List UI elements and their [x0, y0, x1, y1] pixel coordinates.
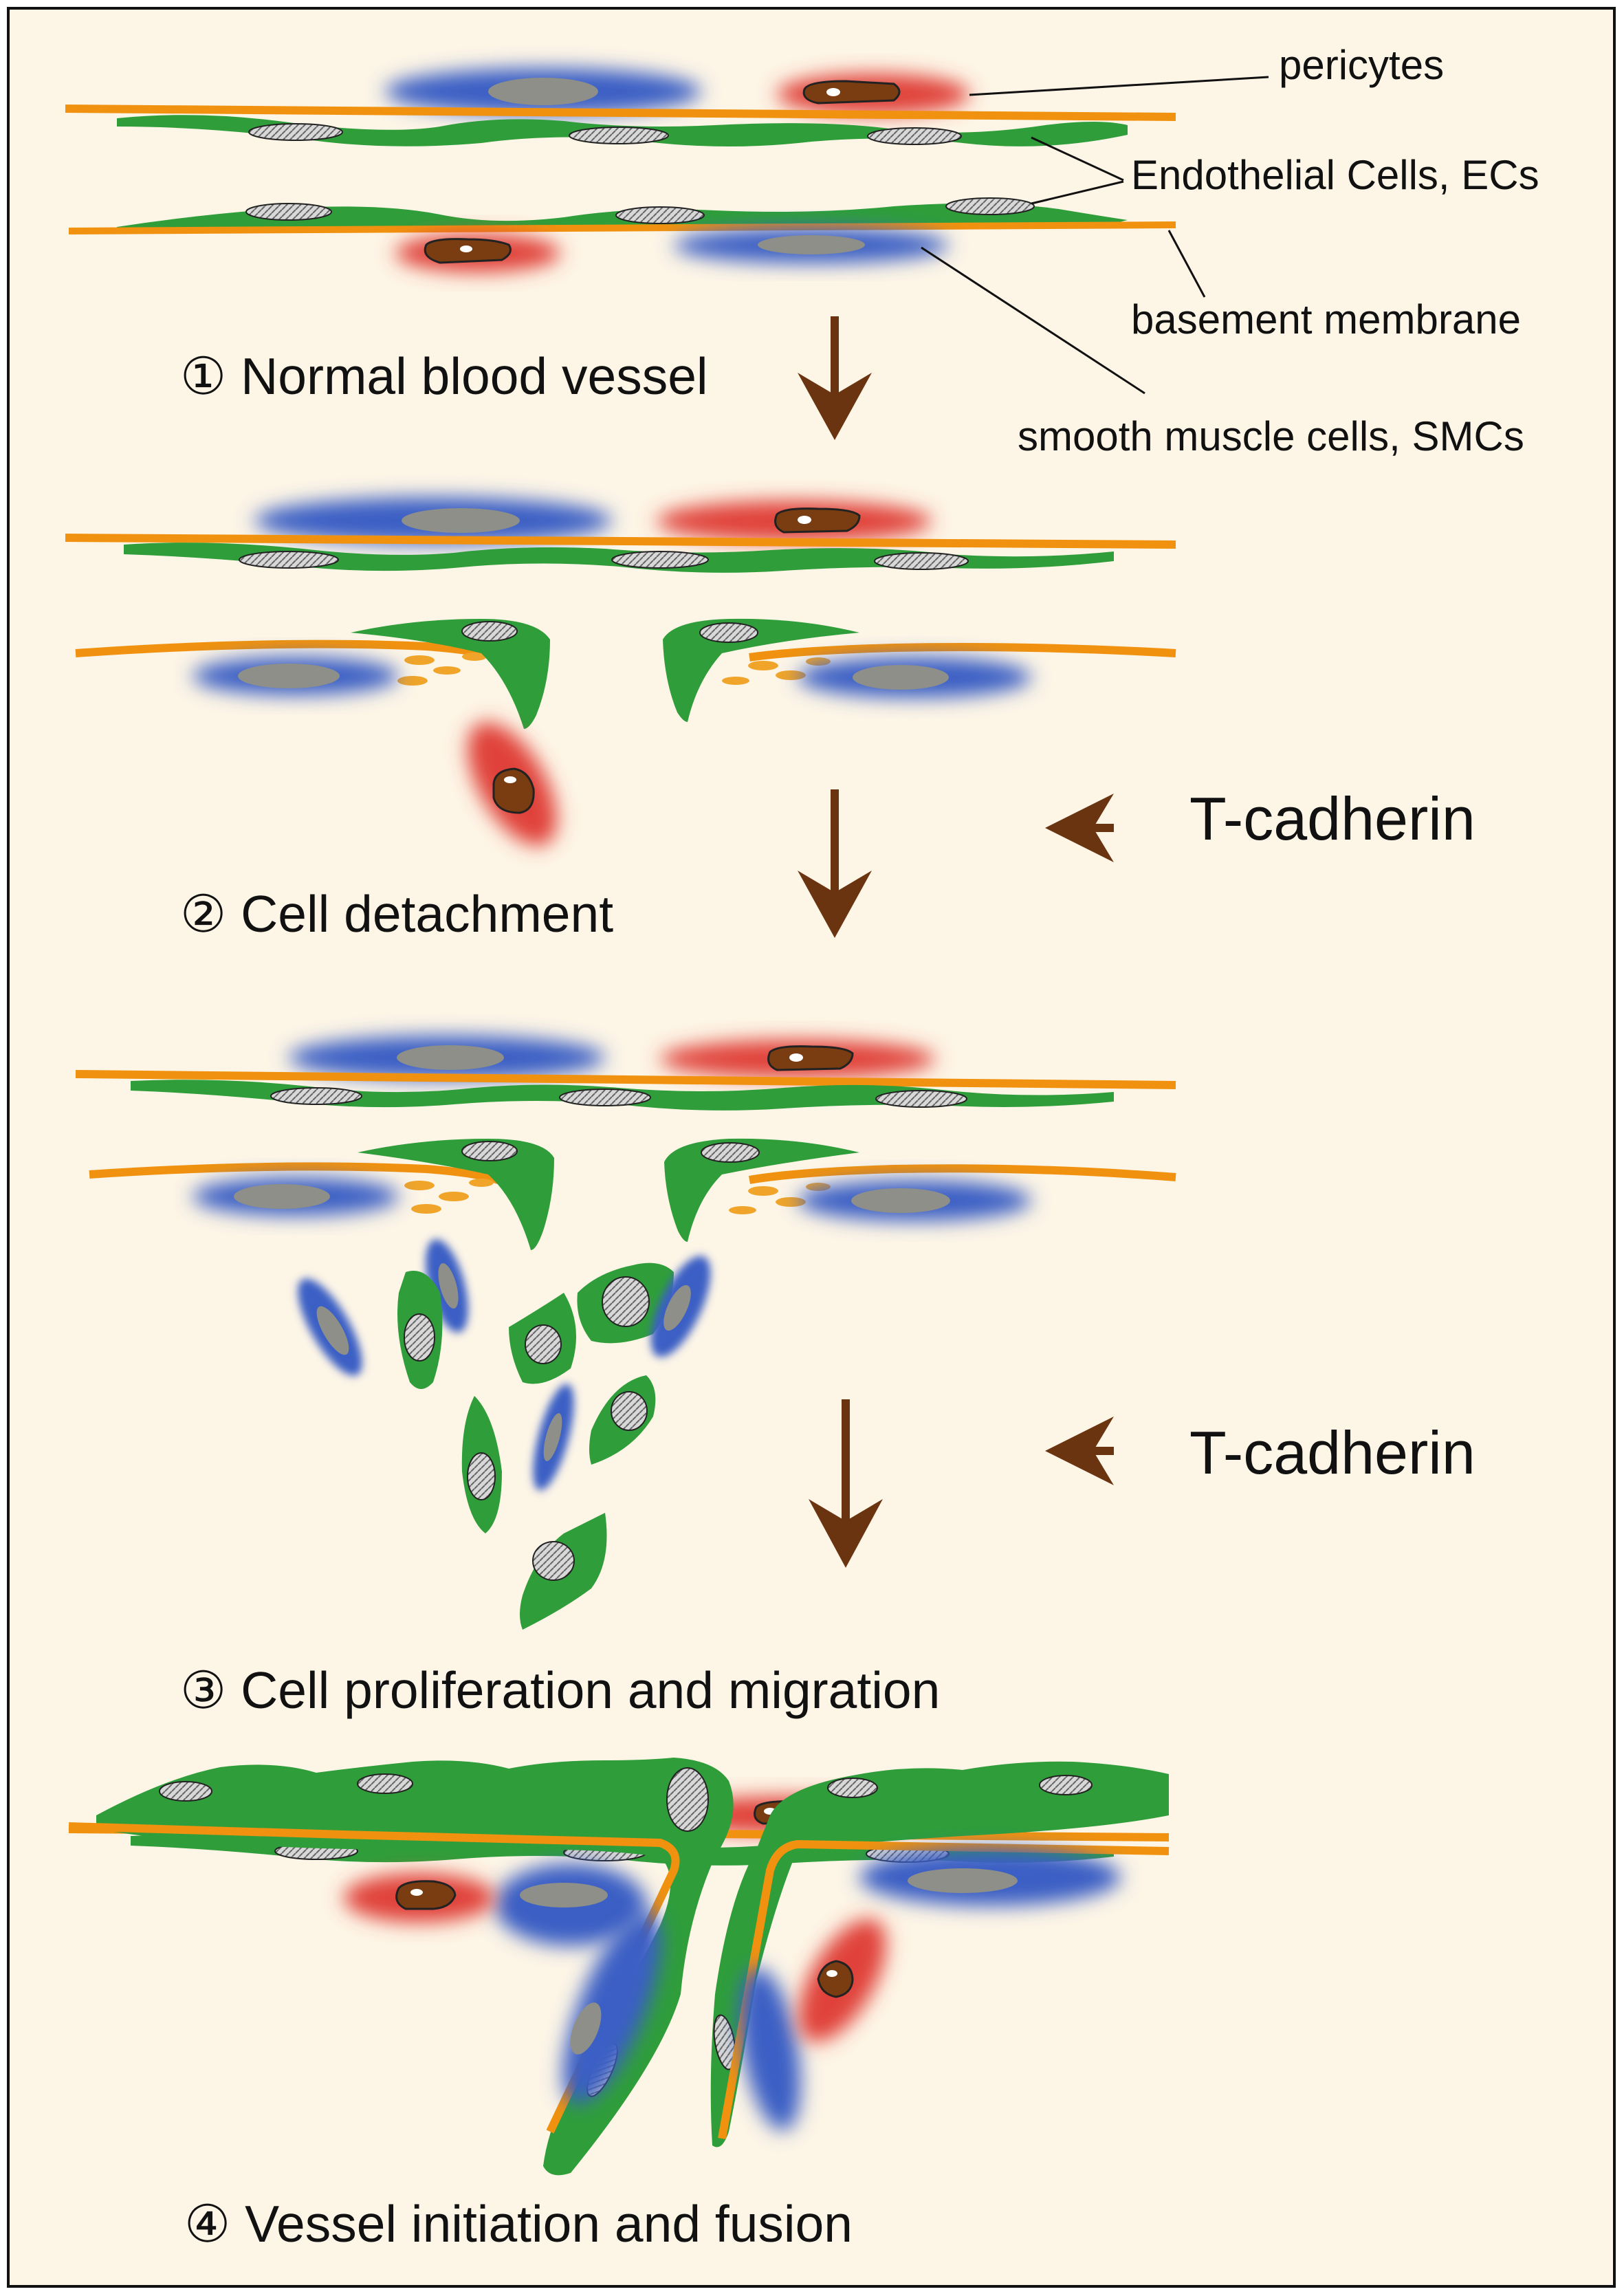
- smooth-muscle-cell: [798, 1180, 1031, 1221]
- pericyte: [798, 1918, 886, 2042]
- basement-membrane: [68, 1822, 680, 2134]
- smooth-muscle-cell: [739, 1967, 801, 2131]
- stage-1-vessel: [65, 68, 1176, 272]
- migrating-smooth-muscle-cell: [533, 1384, 574, 1491]
- stage-3-vessel: [75, 1036, 1176, 1630]
- step-2-caption: ② Cell detachment: [180, 884, 613, 944]
- migrating-smooth-muscle-cell: [298, 1278, 362, 1376]
- detaching-endothelial-cell: [663, 618, 859, 722]
- detaching-endothelial-cell: [351, 619, 550, 729]
- basement-membrane: [89, 1162, 504, 1185]
- detaching-endothelial-cell: [358, 1139, 554, 1250]
- detaching-endothelial-cell: [664, 1138, 859, 1242]
- migrating-endothelial-cell: [397, 1271, 443, 1389]
- membrane-fragments: [404, 1179, 831, 1214]
- label-pericytes: pericytes: [1279, 42, 1445, 88]
- ec-nucleus: [611, 551, 709, 569]
- ec-nucleus: [699, 622, 758, 643]
- pericyte: [660, 1040, 935, 1078]
- t-cadherin-label: T-cadherin: [1189, 785, 1475, 853]
- basement-membrane: [68, 221, 1176, 234]
- label-leader-lines: [921, 76, 1269, 395]
- migrating-endothelial-cell: [461, 1396, 502, 1533]
- migrating-endothelial-cell: [589, 1375, 656, 1465]
- smooth-muscle-cell: [562, 1911, 661, 2105]
- step-1-caption: ① Normal blood vessel: [180, 346, 708, 406]
- ec-nucleus: [270, 1087, 362, 1105]
- smooth-muscle-cell: [798, 657, 1031, 698]
- ec-nucleus: [945, 197, 1035, 215]
- stage-4-vessel: [68, 1758, 1170, 2176]
- step-3-caption: ③ Cell proliferation and migration: [180, 1660, 940, 1720]
- migrating-smooth-muscle-cell: [650, 1256, 711, 1357]
- step-text: Cell detachment: [241, 885, 614, 943]
- step-text: Normal blood vessel: [241, 347, 708, 405]
- smooth-muscle-cell: [385, 68, 701, 115]
- ec-nucleus: [615, 206, 705, 224]
- smooth-muscle-cell: [193, 1177, 399, 1216]
- ec-nucleus: [713, 2014, 736, 2070]
- step-number: ④: [184, 2195, 231, 2253]
- ec-nucleus: [159, 1781, 212, 1802]
- basement-membrane: [749, 643, 1176, 662]
- smooth-muscle-cell: [289, 1036, 605, 1080]
- ec-nucleus: [867, 127, 962, 145]
- left-arrow-icon: [1045, 794, 1114, 862]
- ec-nucleus: [874, 552, 969, 570]
- smooth-muscle-cell: [859, 1848, 1121, 1906]
- step-text: Cell proliferation and migration: [241, 1661, 941, 1719]
- migrating-smooth-muscle-cell: [426, 1239, 468, 1333]
- basement-membrane: [718, 1839, 1170, 2140]
- ec-nucleus: [239, 551, 339, 569]
- down-arrow-icon: [798, 316, 872, 440]
- step-text: Vessel initiation and fusion: [245, 2195, 853, 2253]
- smooth-muscle-cell: [674, 228, 949, 263]
- ec-nucleus: [461, 621, 518, 642]
- smooth-muscle-cell: [193, 657, 399, 695]
- down-arrow-icon: [809, 1399, 883, 1568]
- ec-nucleus: [248, 123, 343, 141]
- left-arrow-icon: [1045, 1417, 1114, 1485]
- label-basement-membrane: basement membrane: [1131, 296, 1521, 342]
- migrating-endothelial-cell: [509, 1293, 576, 1384]
- label-smooth-muscle-cells: smooth muscle cells, SMCs: [1018, 413, 1524, 459]
- endothelial-cell-layer: [710, 1761, 1169, 2147]
- ec-nucleus: [666, 1767, 709, 1832]
- stage-2-vessel: [65, 497, 1176, 846]
- smooth-muscle-cell: [254, 497, 612, 544]
- detached-pericyte: [467, 722, 558, 846]
- pericyte: [395, 234, 560, 272]
- migrating-cells: [298, 1239, 711, 1630]
- pericyte: [344, 1873, 495, 1923]
- smooth-muscle-cell: [495, 1863, 646, 1946]
- basement-membrane: [748, 1164, 1176, 1184]
- step-4-caption: ④ Vessel initiation and fusion: [184, 2194, 853, 2254]
- ec-nucleus: [569, 127, 669, 144]
- basement-membrane: [75, 1070, 1176, 1089]
- step-number: ②: [180, 885, 227, 943]
- ec-nucleus: [461, 1141, 518, 1161]
- ec-nucleus: [875, 1090, 967, 1108]
- basement-membrane: [65, 534, 1176, 549]
- migrating-endothelial-cell: [577, 1262, 674, 1344]
- pericyte: [777, 74, 969, 115]
- ec-nucleus: [559, 1089, 651, 1106]
- basement-membrane: [75, 639, 504, 663]
- down-arrow-icon: [798, 789, 872, 938]
- basement-membrane: [65, 105, 1176, 121]
- ec-nucleus: [827, 1778, 878, 1798]
- arrows: [798, 316, 1114, 1568]
- membrane-fragments: [397, 653, 831, 686]
- pericyte: [657, 501, 932, 542]
- label-endothelial-cells: Endothelial Cells, ECs: [1131, 152, 1539, 198]
- ec-nucleus: [245, 203, 332, 221]
- ec-nucleus: [701, 1142, 760, 1163]
- step-number: ①: [180, 347, 227, 405]
- t-cadherin-label: T-cadherin: [1189, 1419, 1475, 1487]
- migrating-endothelial-cell: [520, 1513, 607, 1630]
- ec-nucleus: [1039, 1775, 1093, 1795]
- ec-nucleus: [357, 1773, 413, 1794]
- step-number: ③: [180, 1661, 227, 1719]
